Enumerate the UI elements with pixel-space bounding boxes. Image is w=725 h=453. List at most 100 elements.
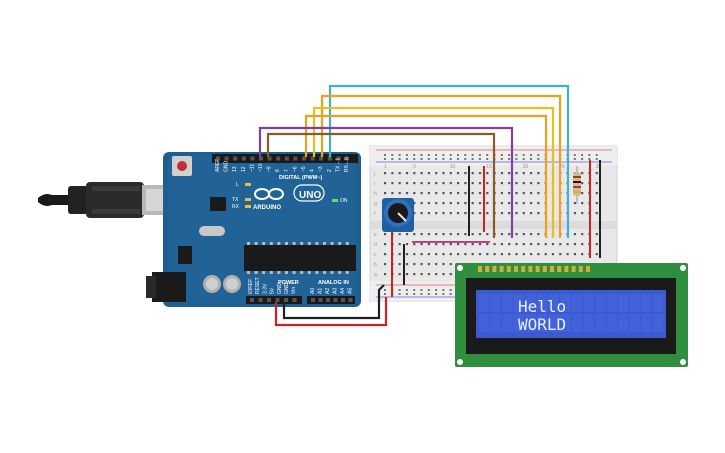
bb-hole[interactable]	[413, 192, 416, 195]
bb-rail-hole[interactable]	[405, 293, 408, 295]
bb-rail-hole[interactable]	[486, 158, 489, 160]
power-header[interactable]	[246, 296, 302, 304]
analog-pin-hole[interactable]	[333, 298, 338, 302]
digital-pin-hole[interactable]	[336, 156, 341, 161]
bb-hole[interactable]	[478, 182, 482, 185]
wire-cyan[interactable]	[328, 84, 570, 238]
bb-rail-hole[interactable]	[435, 293, 438, 295]
bb-rail-hole[interactable]	[405, 289, 408, 291]
bb-hole[interactable]	[398, 233, 401, 236]
bb-hole[interactable]	[449, 182, 452, 185]
bb-hole[interactable]	[398, 192, 401, 195]
bb-hole[interactable]	[486, 182, 489, 185]
bb-hole[interactable]	[413, 263, 416, 266]
bb-rail-hole[interactable]	[508, 154, 511, 156]
lcd-pin[interactable]	[564, 266, 569, 272]
bb-hole[interactable]	[405, 233, 409, 236]
bb-hole[interactable]	[435, 182, 438, 185]
power-pin-hole[interactable]	[275, 298, 280, 302]
bb-hole[interactable]	[413, 273, 416, 276]
bb-rail-hole[interactable]	[384, 158, 386, 160]
bb-hole[interactable]	[595, 182, 598, 185]
bb-hole[interactable]	[435, 243, 438, 246]
power-pin-hole[interactable]	[250, 298, 254, 302]
bb-hole[interactable]	[486, 212, 489, 215]
bb-hole[interactable]	[398, 263, 401, 266]
bb-hole[interactable]	[405, 192, 409, 195]
bb-hole[interactable]	[449, 243, 452, 246]
bb-hole[interactable]	[427, 192, 430, 195]
bb-hole[interactable]	[413, 233, 416, 236]
bb-hole[interactable]	[464, 233, 467, 236]
bb-hole[interactable]	[413, 243, 416, 246]
bb-hole[interactable]	[464, 182, 467, 185]
wire-orange-2[interactable]	[304, 114, 548, 238]
bb-hole[interactable]	[573, 243, 576, 246]
bb-rail-hole[interactable]	[471, 154, 474, 156]
bb-rail-hole[interactable]	[464, 158, 467, 160]
potentiometer[interactable]	[382, 198, 414, 232]
bb-rail-hole[interactable]	[449, 158, 452, 160]
bb-hole[interactable]	[515, 212, 518, 215]
bb-hole[interactable]	[478, 253, 482, 256]
bb-hole[interactable]	[427, 233, 430, 236]
wire-yellow[interactable]	[312, 106, 555, 238]
digital-pin-hole[interactable]	[293, 156, 298, 161]
bb-hole[interactable]	[551, 253, 555, 256]
bb-hole[interactable]	[537, 243, 540, 246]
bb-hole[interactable]	[442, 172, 445, 175]
bb-hole[interactable]	[384, 253, 387, 256]
wire-purple[interactable]	[258, 126, 514, 238]
bb-rail-hole[interactable]	[398, 289, 401, 291]
bb-hole[interactable]	[530, 253, 533, 256]
power-pin-hole[interactable]	[258, 298, 263, 302]
bb-hole[interactable]	[427, 263, 430, 266]
bb-rail-hole[interactable]	[573, 154, 576, 156]
bb-hole[interactable]	[478, 192, 482, 195]
bb-hole[interactable]	[508, 253, 511, 256]
bb-hole[interactable]	[581, 202, 584, 205]
bb-hole[interactable]	[471, 243, 474, 246]
bb-rail-hole[interactable]	[530, 158, 532, 160]
bb-hole[interactable]	[442, 182, 445, 185]
lcd-pin[interactable]	[521, 266, 526, 272]
bb-hole[interactable]	[500, 182, 503, 185]
bb-rail-hole[interactable]	[449, 293, 452, 295]
bb-hole[interactable]	[522, 233, 525, 236]
bb-hole[interactable]	[522, 243, 525, 246]
bb-rail-hole[interactable]	[413, 293, 416, 295]
bb-hole[interactable]	[573, 233, 576, 236]
bb-hole[interactable]	[471, 233, 474, 236]
bb-hole[interactable]	[427, 253, 430, 256]
bb-hole[interactable]	[435, 192, 438, 195]
bb-hole[interactable]	[398, 172, 401, 175]
bb-hole[interactable]	[457, 182, 460, 185]
bb-hole[interactable]	[537, 233, 540, 236]
bb-hole[interactable]	[442, 212, 445, 215]
bb-hole[interactable]	[595, 233, 598, 236]
bb-hole[interactable]	[464, 212, 467, 215]
bb-hole[interactable]	[500, 202, 503, 205]
bb-hole[interactable]	[427, 172, 430, 175]
bb-hole[interactable]	[595, 172, 598, 175]
bb-hole[interactable]	[420, 182, 423, 185]
analog-pin-hole[interactable]	[348, 298, 353, 302]
bb-hole[interactable]	[515, 192, 518, 195]
lcd-pin[interactable]	[514, 266, 518, 272]
bb-rail-hole[interactable]	[522, 154, 525, 156]
bb-hole[interactable]	[464, 253, 467, 256]
bb-hole[interactable]	[391, 172, 394, 175]
bb-rail-hole[interactable]	[427, 158, 430, 160]
bb-hole[interactable]	[391, 192, 394, 195]
bb-hole[interactable]	[500, 212, 503, 215]
digital-pin-hole[interactable]	[302, 156, 306, 161]
bb-hole[interactable]	[500, 243, 503, 246]
bb-hole[interactable]	[427, 212, 430, 215]
bb-rail-hole[interactable]	[427, 293, 430, 295]
bb-hole[interactable]	[595, 192, 598, 195]
bb-rail-hole[interactable]	[442, 154, 445, 156]
digital-pin-hole[interactable]	[259, 156, 263, 161]
bb-hole[interactable]	[405, 263, 409, 266]
bb-hole[interactable]	[398, 182, 401, 185]
bb-rail-hole[interactable]	[442, 293, 445, 295]
